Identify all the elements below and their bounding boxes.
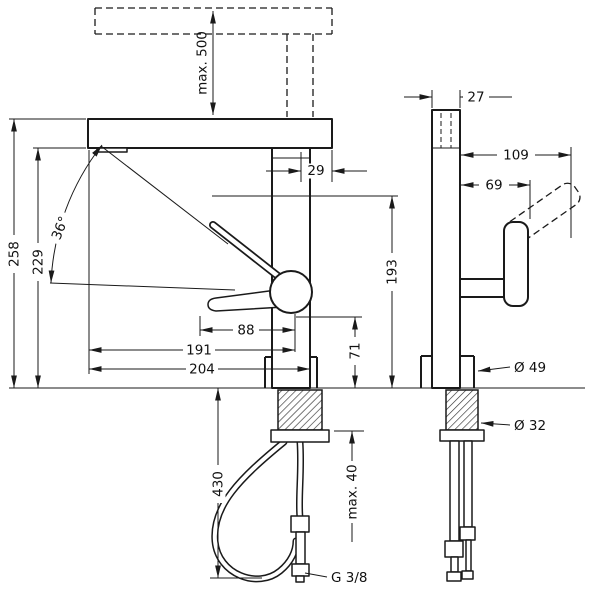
dim-label-max-40: max. 40	[345, 464, 361, 519]
hose-connector	[290, 515, 310, 533]
dim-label-max-height: max. 500	[195, 31, 211, 95]
dim-max-height: max. 500	[195, 11, 216, 115]
dim-dia-32: Ø 32	[480, 418, 546, 434]
lever-down-position	[207, 288, 285, 312]
dim-label-g38: G 3/8	[331, 570, 367, 586]
dim-label-430: 430	[211, 471, 227, 497]
dim-71: 71	[296, 316, 364, 388]
faucet-body-side	[431, 109, 461, 389]
dim-label-191: 191	[186, 343, 212, 359]
threaded-shank-side	[445, 389, 479, 431]
hose-end-fitting	[291, 563, 310, 577]
front-under-counter	[211, 389, 330, 583]
dim-191: 191	[89, 343, 295, 359]
dim-label-71: 71	[348, 342, 364, 359]
lever-grip-side	[503, 221, 529, 307]
dim-69: 69	[461, 177, 531, 219]
spout-front	[87, 118, 333, 149]
supply-hose-loop	[211, 438, 300, 583]
tailpieces-side	[444, 440, 476, 582]
dim-g38: G 3/8	[304, 570, 367, 586]
dim-29: 29	[266, 150, 367, 182]
dim-label-109: 109	[503, 148, 529, 164]
lever-up-position	[209, 221, 287, 284]
hose-end-nipple	[295, 575, 305, 583]
raised-spout-dashed-outline	[94, 7, 333, 117]
dim-dia-49: Ø 49	[477, 360, 546, 376]
base-flange-side	[420, 355, 475, 388]
dim-label-229: 229	[31, 249, 47, 275]
lever-arm-side	[459, 278, 507, 298]
dim-label-193: 193	[385, 259, 401, 285]
dim-193: 193	[212, 195, 401, 388]
dim-204: 204	[89, 362, 310, 378]
dim-229: 229	[30, 147, 86, 388]
lever-pivot	[269, 270, 313, 314]
dim-88: 88	[88, 150, 296, 374]
dim-258: 258	[6, 118, 86, 388]
dim-27: 27	[404, 90, 512, 108]
side-view	[420, 109, 581, 582]
dim-label-204: 204	[189, 362, 215, 378]
dim-max-40: max. 40	[334, 430, 364, 542]
dim-label-69: 69	[485, 178, 502, 194]
dim-label-27: 27	[467, 90, 484, 106]
mounting-nut-front	[270, 429, 330, 443]
dim-label-29: 29	[307, 163, 324, 179]
dim-label-dia-49: Ø 49	[514, 360, 546, 376]
dim-109: 109	[461, 147, 572, 238]
dim-label-88: 88	[237, 323, 254, 339]
dim-430: 430	[210, 388, 262, 579]
threaded-shank-front	[277, 389, 323, 431]
dim-label-dia-32: Ø 32	[514, 418, 546, 434]
hose-tail	[295, 531, 306, 565]
dim-label-258: 258	[7, 241, 23, 267]
mounting-nut-side	[439, 429, 485, 442]
base-flange-front	[264, 356, 318, 388]
faucet-body-front	[271, 147, 311, 389]
aerator	[96, 147, 128, 153]
dim-36deg: 36°	[46, 144, 236, 291]
